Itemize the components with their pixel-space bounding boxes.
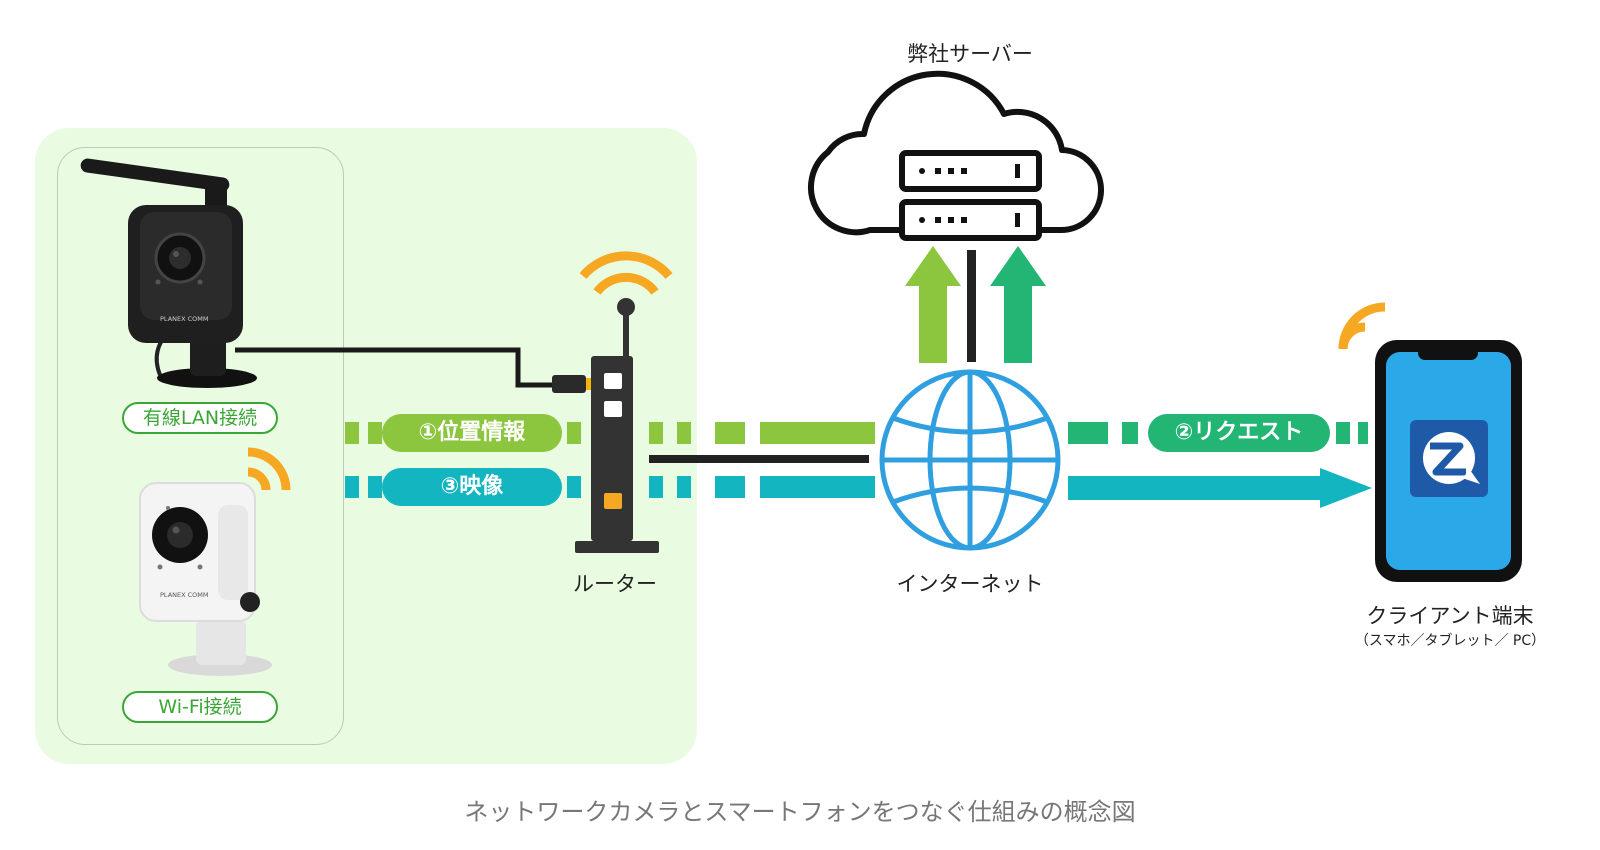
wired-connection-label: 有線LAN接続 bbox=[122, 402, 278, 434]
camera-group-box bbox=[57, 147, 344, 745]
camera-antenna bbox=[80, 158, 230, 192]
wifi-camera bbox=[139, 482, 272, 676]
cloud-server-icon bbox=[808, 70, 1104, 241]
client-label: クライアント端末 bbox=[1366, 604, 1534, 628]
wired-camera bbox=[80, 158, 257, 388]
flow-video-left bbox=[345, 476, 581, 498]
smartphone-icon bbox=[1338, 302, 1522, 582]
wifi-signal-icon bbox=[1338, 302, 1386, 350]
client-sublabel: （スマホ／タブレット／ PC） bbox=[1354, 633, 1546, 649]
router-icon bbox=[575, 251, 673, 553]
wifi-signal-icon bbox=[579, 251, 673, 295]
internet-server-cable bbox=[967, 250, 976, 362]
lan-plug bbox=[552, 375, 586, 393]
flow-location-mid bbox=[649, 422, 875, 444]
camera-logo-1: PLANEX COMM bbox=[160, 315, 209, 323]
flow-location-label: ①位置情報 bbox=[382, 414, 562, 452]
router-label: ルーター bbox=[573, 572, 657, 596]
arrow-to-server-green bbox=[905, 246, 961, 363]
flow-video-label: ③映像 bbox=[382, 468, 562, 506]
diagram-caption: ネットワークカメラとスマートフォンをつなぐ仕組みの概念図 bbox=[464, 798, 1136, 826]
camera-logo-2: PLANEX COMM bbox=[160, 591, 209, 599]
internet-label: インターネット bbox=[896, 572, 1044, 596]
wifi-connection-label: Wi-Fi接続 bbox=[122, 691, 278, 723]
wifi-signal-icon bbox=[247, 447, 291, 491]
flow-video-mid bbox=[649, 476, 875, 498]
lan-cable bbox=[235, 347, 560, 388]
server-label: 弊社サーバー bbox=[907, 42, 1033, 66]
internet-globe-icon bbox=[879, 369, 1061, 551]
flow-request-right bbox=[1068, 422, 1368, 444]
flow-request-label: ②リクエスト bbox=[1148, 414, 1330, 452]
arrow-to-server-teal bbox=[990, 246, 1046, 363]
flow-location-left bbox=[345, 422, 581, 444]
router-internet-cable bbox=[649, 455, 869, 463]
flow-video-right-arrow bbox=[1068, 468, 1372, 508]
